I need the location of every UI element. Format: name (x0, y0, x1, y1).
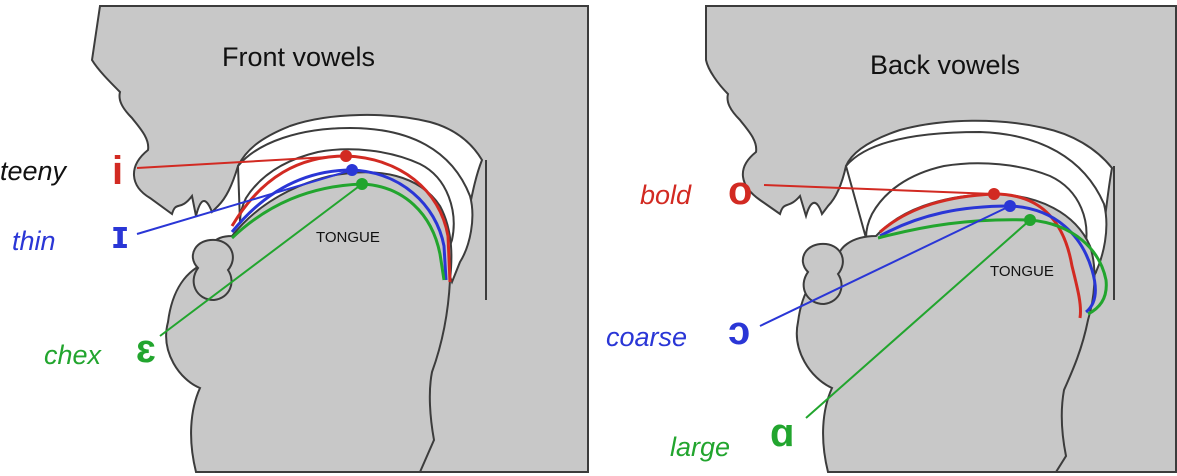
front-word-thin: thin (12, 226, 56, 256)
back-word-coarse: coarse (606, 322, 687, 352)
front-vowels-panel: Front vowels TONGUE teeny i thin ɪ chex … (0, 6, 588, 472)
back-symbol-o: o (728, 169, 752, 213)
front-dot-i (340, 150, 352, 162)
back-tongue-label: TONGUE (990, 263, 1054, 280)
front-dot-e (356, 178, 368, 190)
back-title: Back vowels (870, 50, 1020, 80)
back-dot-a (1024, 214, 1036, 226)
back-dot-c (1004, 200, 1016, 212)
back-vowels-panel: Back vowels TONGUE bold o coarse ɔ large… (606, 6, 1176, 472)
back-symbol-a: ɑ (770, 411, 794, 455)
back-tongue-body (797, 194, 1095, 472)
front-lower-lip (193, 240, 233, 300)
front-symbol-e: ɛ (136, 327, 156, 371)
back-word-bold: bold (640, 180, 692, 210)
front-dot-I (346, 164, 358, 176)
back-word-large: large (670, 432, 730, 462)
back-symbol-c: ɔ (728, 309, 750, 353)
front-symbol-i: i (112, 149, 123, 193)
front-title: Front vowels (222, 42, 375, 72)
front-tongue-body (166, 172, 451, 472)
back-dot-o (988, 188, 1000, 200)
front-word-teeny: teeny (0, 156, 68, 186)
front-tongue-label: TONGUE (316, 229, 380, 246)
front-symbol-I: ɪ (112, 213, 128, 257)
front-word-chex: chex (44, 340, 103, 370)
